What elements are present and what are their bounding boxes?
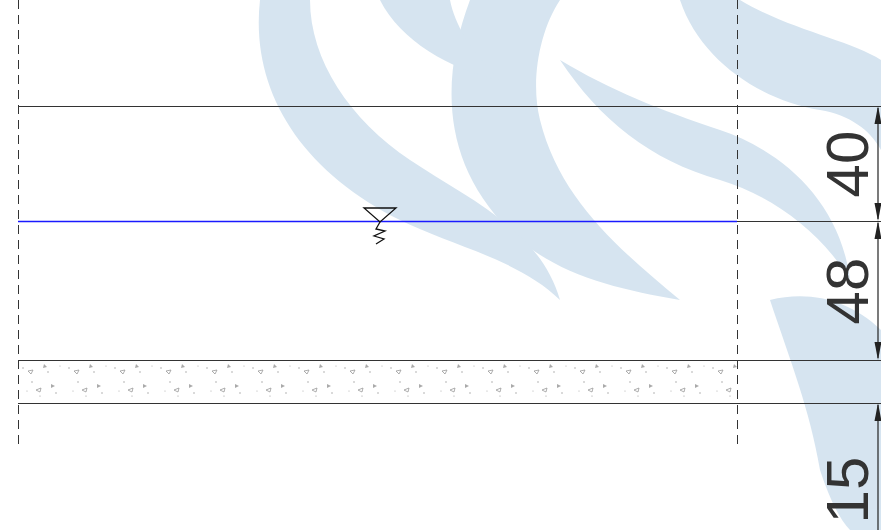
concrete-slab [18, 360, 737, 403]
level-line [18, 106, 881, 107]
slab-bottom-line [18, 403, 881, 404]
dimension-value: 40 [818, 131, 878, 198]
water-level-symbol [364, 208, 396, 244]
water-line [18, 221, 737, 223]
slab-top-line [18, 360, 881, 361]
dimension-value: 48 [818, 258, 878, 325]
extension-line [737, 221, 881, 222]
dimension-value: 15 [818, 457, 878, 524]
watermark-logo [259, 0, 881, 530]
boundary-line [737, 0, 738, 445]
